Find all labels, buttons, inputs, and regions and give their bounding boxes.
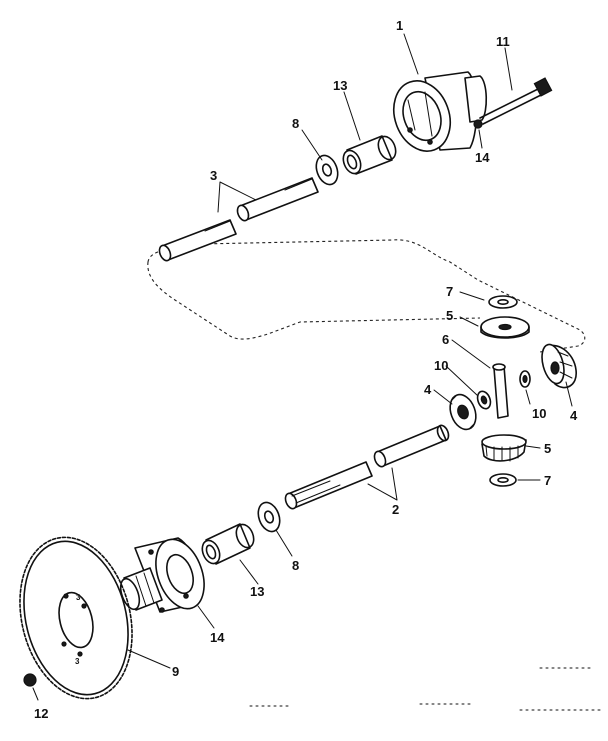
differential-housing-top xyxy=(392,71,488,152)
gear-4-right xyxy=(541,343,577,389)
callout-labels: 1 11 13 8 3 14 7 5 6 10 4 10 4 5 7 2 8 1… xyxy=(34,18,578,721)
callout-12: 12 xyxy=(34,706,48,721)
bushing-13-top xyxy=(342,135,397,175)
svg-text:3: 3 xyxy=(75,657,80,666)
nut-12 xyxy=(23,673,37,687)
callout-10-right: 10 xyxy=(532,406,546,421)
callout-13-top: 13 xyxy=(333,78,347,93)
assembly-dashed-loop xyxy=(147,239,586,353)
callout-4-left: 4 xyxy=(424,382,432,397)
callout-5-top: 5 xyxy=(446,308,453,323)
callout-8-top: 8 xyxy=(292,116,299,131)
axle-shaft-2b xyxy=(284,461,373,510)
callout-2: 2 xyxy=(392,502,399,517)
spacer-10-left xyxy=(476,390,492,410)
callout-4-right: 4 xyxy=(570,408,578,423)
spacer-10-right xyxy=(519,370,531,388)
callout-14-bottom: 14 xyxy=(210,630,225,645)
callout-1: 1 xyxy=(396,18,403,33)
callout-3: 3 xyxy=(210,168,217,183)
gear-5-top xyxy=(480,316,530,339)
callout-8-bottom: 8 xyxy=(292,558,299,573)
axle-shaft-3b xyxy=(158,219,237,262)
washer-7-top xyxy=(488,295,518,309)
hub-housing-14-bottom xyxy=(119,537,205,613)
callout-9: 9 xyxy=(172,664,179,679)
washer-8-bottom xyxy=(257,501,281,533)
axle-shaft-2a xyxy=(373,424,450,468)
leader-lines xyxy=(32,33,573,701)
nut-14-top xyxy=(473,119,483,129)
cross-pin-6 xyxy=(492,363,509,419)
svg-text:3: 3 xyxy=(76,593,81,602)
gear-5-bottom xyxy=(481,434,527,462)
callout-10-left: 10 xyxy=(434,358,448,373)
washer-8-top xyxy=(315,154,339,186)
callout-5-bottom: 5 xyxy=(544,441,551,456)
sprocket-9: 3 3 xyxy=(19,536,133,700)
callout-6: 6 xyxy=(442,332,449,347)
axle-shaft-3a xyxy=(236,177,319,222)
callout-7-bottom: 7 xyxy=(544,473,551,488)
callout-14-top: 14 xyxy=(475,150,490,165)
gear-4-left xyxy=(449,393,477,431)
scan-marks xyxy=(249,667,601,711)
bolt-11 xyxy=(479,77,553,125)
callout-7-top: 7 xyxy=(446,284,453,299)
callout-13-bottom: 13 xyxy=(250,584,264,599)
washer-7-bottom xyxy=(489,473,517,487)
callout-11: 11 xyxy=(496,34,510,49)
bushing-13-bottom xyxy=(201,523,255,565)
